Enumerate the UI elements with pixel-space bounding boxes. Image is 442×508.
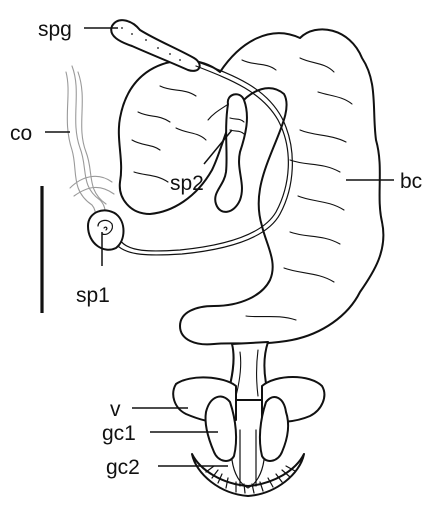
label-v: v [110,398,121,421]
label-bc: bc [400,170,422,193]
bursa-copulatrix [119,29,384,344]
label-gc2: gc2 [106,456,140,479]
label-sp2: sp2 [170,172,204,195]
label-spg: spg [38,18,72,41]
co-duct-outline [66,66,114,228]
label-sp1: sp1 [76,284,110,307]
label-gc1: gc1 [102,422,136,445]
label-co: co [10,122,32,145]
spermatheca-1 [88,210,124,249]
gonocoxite-1 [205,397,236,461]
